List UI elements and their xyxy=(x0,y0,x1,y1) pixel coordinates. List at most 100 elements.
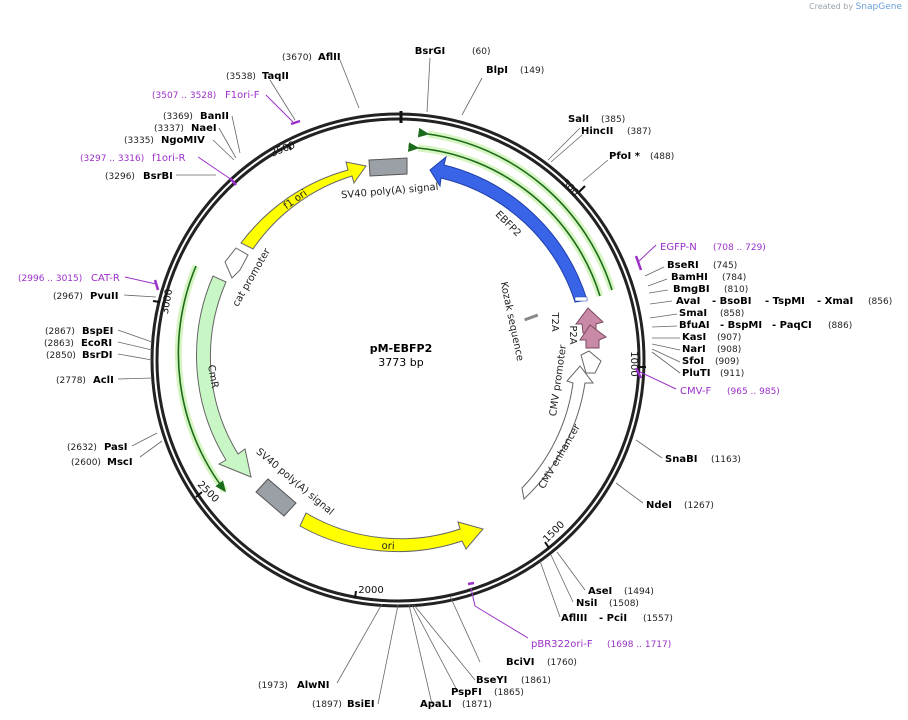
enzyme-pos: (856) xyxy=(868,297,892,307)
enzyme-label[interactable]: EcoRI xyxy=(81,338,112,349)
enzyme-pos: (387) xyxy=(627,127,651,137)
enzyme-label[interactable]: - PciI xyxy=(599,613,627,624)
enzyme-pos: (1267) xyxy=(684,501,714,511)
enzyme-pos: (745) xyxy=(713,261,737,271)
enzyme-pos: (3670) xyxy=(282,53,312,63)
enzyme-pos: (1861) xyxy=(521,676,551,686)
enzyme-pos: (1865) xyxy=(494,688,524,698)
primer-range: (1698 .. 1717) xyxy=(607,640,671,650)
enzyme-label[interactable]: ApaLI xyxy=(420,699,452,710)
snapgene-logo: SnapGene xyxy=(855,2,902,12)
primer-arcs xyxy=(174,127,616,494)
primer-label[interactable]: F1ori-F xyxy=(225,90,260,101)
enzyme-pos: (2850) xyxy=(46,351,76,361)
feature-label-kozak: Kozak sequence xyxy=(498,281,526,362)
primer-label[interactable]: EGFP-N xyxy=(660,242,697,253)
enzyme-label[interactable]: AclI xyxy=(93,375,114,386)
feature-ori[interactable] xyxy=(299,512,484,553)
enzyme-label[interactable]: BamHI xyxy=(671,272,708,283)
enzyme-label[interactable]: NaeI xyxy=(191,123,217,134)
enzyme-pos: (2867) xyxy=(45,327,75,337)
enzyme-label[interactable]: BmgBI xyxy=(673,284,710,295)
feature-label-ori: ori xyxy=(381,541,394,552)
feature-cmv-enhancer[interactable] xyxy=(521,365,595,500)
feature-cat-promoter[interactable] xyxy=(224,247,249,279)
enzyme-label[interactable]: BanII xyxy=(200,111,229,122)
enzyme-pos: (1508) xyxy=(609,599,639,609)
enzyme-label[interactable]: BlpI xyxy=(486,65,508,76)
feature-label-p2a: P2A xyxy=(567,325,578,344)
enzyme-label[interactable]: PfoI * xyxy=(609,151,641,162)
enzyme-pos: (858) xyxy=(720,309,744,319)
primer-range: (708 .. 729) xyxy=(713,243,766,253)
enzyme-label[interactable]: BsiEI xyxy=(347,699,375,710)
enzyme-pos: (886) xyxy=(828,321,852,331)
feature-sv40-polya-top[interactable] xyxy=(368,157,408,177)
feature-ebfp2[interactable] xyxy=(429,155,588,303)
enzyme-label[interactable]: PasI xyxy=(104,442,127,453)
enzyme-label[interactable]: PspFI xyxy=(451,687,482,698)
enzyme-label[interactable]: NdeI xyxy=(646,500,672,511)
enzyme-label[interactable]: BsrDI xyxy=(82,350,113,361)
enzyme-label[interactable]: BciVI xyxy=(506,657,534,668)
primer-label[interactable]: f1ori-R xyxy=(152,153,185,164)
enzyme-label[interactable]: BsrGI xyxy=(415,46,445,57)
enzyme-pos: (907) xyxy=(717,333,741,343)
primer-label[interactable]: pBR322ori-F xyxy=(531,639,593,650)
enzyme-label[interactable]: - XmaI xyxy=(817,296,853,307)
primer-label[interactable]: CMV-F xyxy=(680,386,711,397)
enzyme-label[interactable]: TaqII xyxy=(262,71,289,82)
enzyme-label[interactable]: AlwNI xyxy=(297,680,330,691)
enzyme-label[interactable]: BfuAI xyxy=(679,320,710,331)
feature-label-cmv-promoter: CMV promoter xyxy=(548,343,569,417)
enzyme-label[interactable]: SmaI xyxy=(679,308,707,319)
enzyme-label[interactable]: - BspMI xyxy=(720,320,762,331)
enzyme-label[interactable]: AflIII xyxy=(561,613,587,624)
enzyme-pos: (3538) xyxy=(226,72,256,82)
enzyme-pos: (488) xyxy=(650,152,674,162)
enzyme-label[interactable]: PluTI xyxy=(682,368,710,379)
feature-sv40-polya-bottom[interactable] xyxy=(255,478,297,517)
enzyme-label[interactable]: HincII xyxy=(581,126,613,137)
enzyme-pos: (3296) xyxy=(105,172,135,182)
enzyme-label[interactable]: BspEI xyxy=(82,326,113,337)
enzyme-label[interactable]: SalI xyxy=(568,114,589,125)
feature-cmr[interactable] xyxy=(196,275,252,478)
enzyme-label[interactable]: NgoMIV xyxy=(161,135,205,146)
enzyme-label[interactable]: AflII xyxy=(318,52,341,63)
enzyme-label[interactable]: AvaI xyxy=(676,296,700,307)
enzyme-pos: (2778) xyxy=(56,376,86,386)
enzyme-pos: (1557) xyxy=(643,614,673,624)
feature-kozak[interactable] xyxy=(524,313,539,322)
enzyme-label[interactable]: - TspMI xyxy=(765,296,805,307)
feature-f1-ori[interactable] xyxy=(240,161,367,250)
feature-label-f1-ori: f1 ori xyxy=(282,188,310,212)
enzyme-label[interactable]: AseI xyxy=(588,586,612,597)
primer-range: (2996 .. 3015) xyxy=(18,274,82,284)
enzyme-pos: (1163) xyxy=(711,455,741,465)
enzyme-label[interactable]: SnaBI xyxy=(665,454,697,465)
credit: Created by SnapGene xyxy=(809,2,902,12)
feature-p2a[interactable] xyxy=(579,324,607,349)
enzyme-label[interactable]: KasI xyxy=(682,332,706,343)
enzyme-pos: (1973) xyxy=(258,681,288,691)
enzyme-label[interactable]: NsiI xyxy=(576,598,597,609)
feature-cmv-promoter[interactable] xyxy=(580,350,602,374)
enzyme-label[interactable]: MscI xyxy=(107,457,133,468)
enzyme-pos: (3337) xyxy=(154,124,184,134)
enzyme-pos: (3335) xyxy=(124,136,154,146)
enzyme-label[interactable]: PvuII xyxy=(90,291,118,302)
enzyme-label[interactable]: - PaqCI xyxy=(772,320,812,331)
primer-label[interactable]: CAT-R xyxy=(91,273,120,284)
enzyme-label[interactable]: - BsoBI xyxy=(712,296,751,307)
enzyme-label[interactable]: BseRI xyxy=(667,260,699,271)
feature-label-sv40-top: SV40 poly(A) signal xyxy=(341,182,439,201)
primer-arc-outer xyxy=(417,127,613,291)
tick-label-3500: 3500 xyxy=(269,140,297,160)
enzyme-label[interactable]: BsrBI xyxy=(143,171,173,182)
enzyme-label[interactable]: NarI xyxy=(682,344,706,355)
primer-markers xyxy=(124,94,677,639)
enzyme-label[interactable]: BseYI xyxy=(476,675,507,686)
enzyme-label[interactable]: SfoI xyxy=(682,356,704,367)
primer-arc-left xyxy=(177,265,226,493)
